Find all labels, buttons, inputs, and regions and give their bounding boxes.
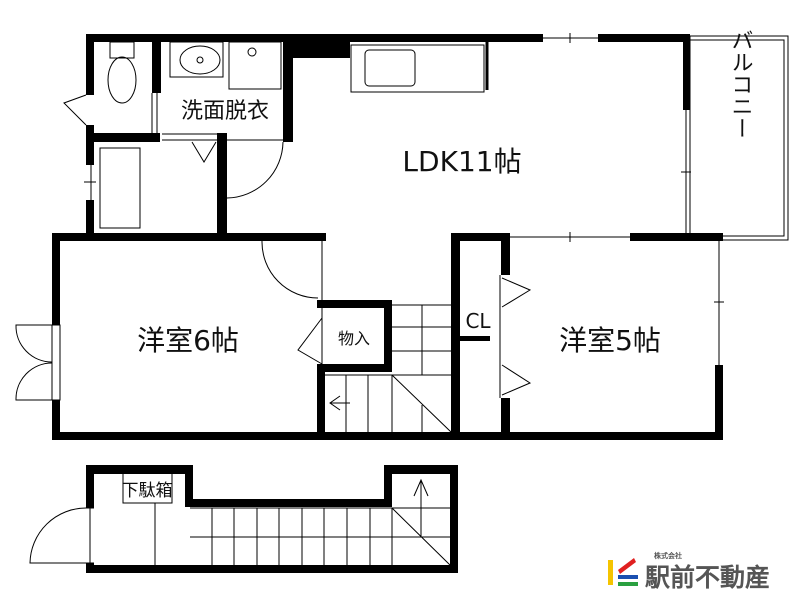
washroom-label: 洗面脱衣	[181, 99, 269, 124]
ldk-label: LDK11帖	[402, 145, 521, 178]
bathtub	[99, 147, 141, 229]
storage-label: 物入	[338, 329, 370, 348]
western-room-5-label: 洋室5帖	[559, 324, 661, 357]
wash-basin	[179, 45, 221, 75]
company-logo: 株式会社 駅前不動産	[608, 551, 770, 592]
kitchen-sink	[364, 49, 416, 87]
balcony	[689, 35, 789, 241]
shoe-box-label: 下駄箱	[122, 481, 173, 501]
logo-company-name: 駅前不動産	[645, 563, 770, 592]
western-room-6-label: 洋室6帖	[137, 324, 239, 357]
lower-walls	[86, 465, 458, 573]
lower-thin-lines	[29, 474, 451, 566]
washer-space	[228, 41, 282, 90]
closet-label: CL	[465, 309, 491, 333]
thin-lines	[15, 33, 724, 433]
toilet-bowl	[107, 56, 137, 104]
upper-walls	[52, 34, 723, 440]
toilet-tank	[109, 41, 135, 59]
kitchen-counter	[350, 44, 485, 93]
logo-company-type: 株式会社	[654, 551, 682, 560]
balcony-label: バルコニー	[728, 29, 753, 139]
